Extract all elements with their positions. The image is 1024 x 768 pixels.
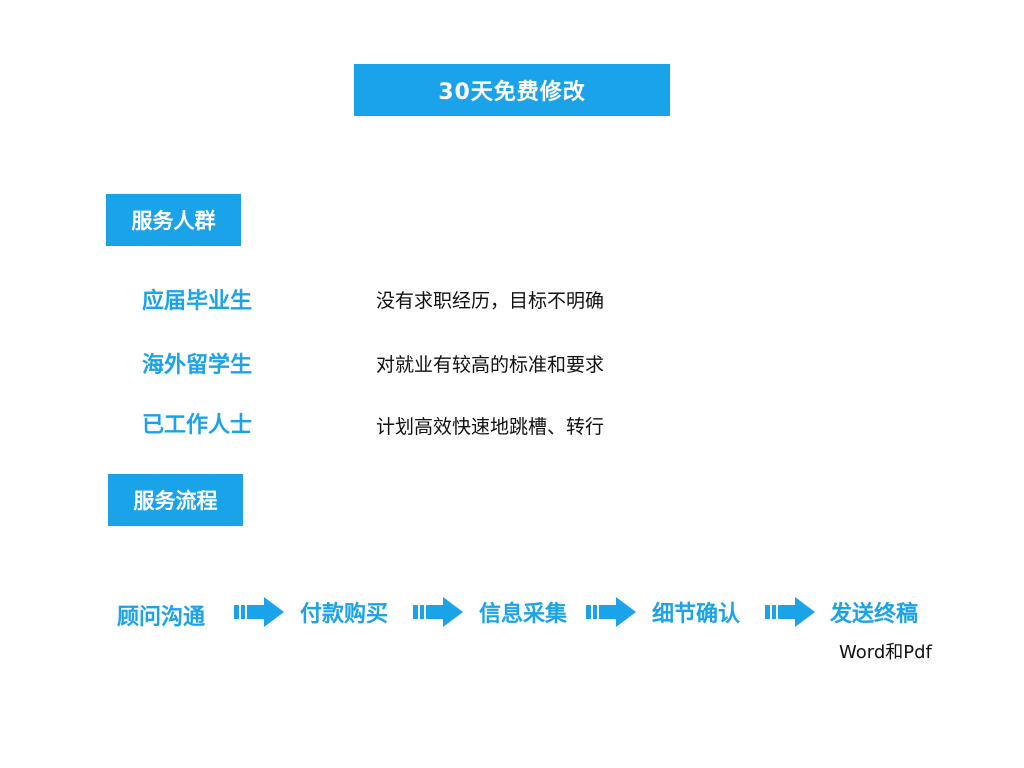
audience-label-professionals: 已工作人士 — [142, 413, 253, 438]
audience-heading-text: 服务人群 — [131, 209, 216, 233]
process-step-consult: 顾问沟通 — [117, 605, 206, 630]
audience-label-graduates: 应届毕业生 — [142, 289, 253, 314]
page-title: 30天免费修改 — [438, 80, 586, 105]
arrow-right-icon — [586, 597, 636, 627]
process-heading-text: 服务流程 — [133, 489, 218, 513]
audience-section-heading: 服务人群 — [106, 194, 241, 246]
arrow-right-icon — [234, 597, 284, 627]
process-step-final-delivery: 发送终稿 — [830, 602, 919, 627]
final-format-note: Word和Pdf — [839, 642, 932, 663]
arrow-right-icon — [765, 597, 815, 627]
audience-desc-professionals: 计划高效快速地跳槽、转行 — [376, 416, 605, 438]
audience-desc-overseas: 对就业有较高的标准和要求 — [376, 354, 605, 376]
audience-desc-graduates: 没有求职经历，目标不明确 — [376, 290, 605, 312]
arrow-right-icon — [413, 597, 463, 627]
audience-label-overseas: 海外留学生 — [142, 353, 253, 378]
process-step-confirm: 细节确认 — [652, 602, 741, 627]
process-step-payment: 付款购买 — [300, 602, 389, 627]
process-step-info-collection: 信息采集 — [479, 602, 568, 627]
process-section-heading: 服务流程 — [108, 474, 243, 526]
title-banner: 30天免费修改 — [354, 64, 670, 116]
